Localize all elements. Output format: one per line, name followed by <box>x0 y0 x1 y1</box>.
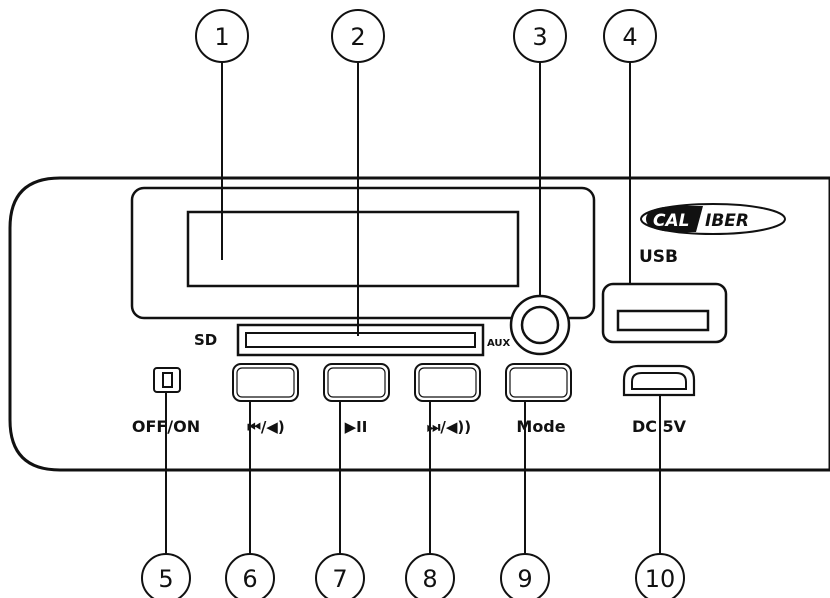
power-label: OFF/ON <box>132 417 200 436</box>
callouts: 1 2 3 4 5 6 7 8 9 10 <box>141 9 685 598</box>
callout-1: 1 <box>214 23 229 51</box>
prev-volume-down-label: ⏮/◀) <box>247 418 284 436</box>
callout-5: 5 <box>158 565 173 593</box>
play-pause-button[interactable] <box>323 363 390 402</box>
callout-9: 9 <box>517 565 532 593</box>
callout-circle-4 <box>603 9 657 63</box>
mode-button[interactable] <box>505 363 572 402</box>
mode-label: Mode <box>516 417 565 436</box>
logo-text-right: IBER <box>705 211 749 231</box>
next-volume-up-button[interactable] <box>414 363 481 402</box>
callout-6: 6 <box>242 565 257 593</box>
device-panel <box>8 176 830 472</box>
dc-label: DC 5V <box>632 417 687 436</box>
usb-label: USB <box>639 247 678 267</box>
dc-port[interactable] <box>622 364 696 397</box>
prev-volume-down-button[interactable] <box>232 363 299 402</box>
display-bezel <box>130 186 596 320</box>
callout-circle-10 <box>635 553 685 598</box>
dc-port-inner <box>631 372 687 390</box>
mode-button-inner <box>509 367 568 398</box>
logo-left-fill <box>646 206 703 232</box>
caliber-logo: CAL IBER <box>640 203 786 235</box>
callout-10: 10 <box>645 565 676 593</box>
aux-label: AUX <box>487 338 511 349</box>
aux-jack-outer[interactable] <box>509 294 571 356</box>
usb-port-opening <box>616 309 710 332</box>
callout-circle-5 <box>141 553 191 598</box>
display-screen <box>186 210 520 288</box>
callout-circle-6 <box>225 553 275 598</box>
prev-button-inner <box>236 367 295 398</box>
callout-circle-8 <box>405 553 455 598</box>
callout-circle-3 <box>513 9 567 63</box>
sd-slot-opening <box>245 332 476 348</box>
play-pause-label: ▶II <box>345 418 368 436</box>
callout-circle-9 <box>500 553 550 598</box>
callout-circle-2 <box>331 9 385 63</box>
leader-lines <box>165 62 661 562</box>
logo-text-left: CAL <box>653 211 689 231</box>
callout-3: 3 <box>532 23 547 51</box>
aux-jack-inner <box>520 305 560 345</box>
callout-circle-1 <box>195 9 249 63</box>
callout-2: 2 <box>350 23 365 51</box>
next-button-inner <box>418 367 477 398</box>
usb-port[interactable] <box>601 282 728 344</box>
power-switch-toggle <box>162 372 173 388</box>
callout-8: 8 <box>422 565 437 593</box>
logo-outer-ellipse <box>640 203 786 235</box>
callout-4: 4 <box>622 23 637 51</box>
sd-slot[interactable] <box>236 323 485 357</box>
sd-label: SD <box>194 331 217 349</box>
next-volume-up-label: ⏭/◀)) <box>427 418 471 436</box>
play-button-inner <box>327 367 386 398</box>
callout-circle-7 <box>315 553 365 598</box>
callout-7: 7 <box>332 565 347 593</box>
